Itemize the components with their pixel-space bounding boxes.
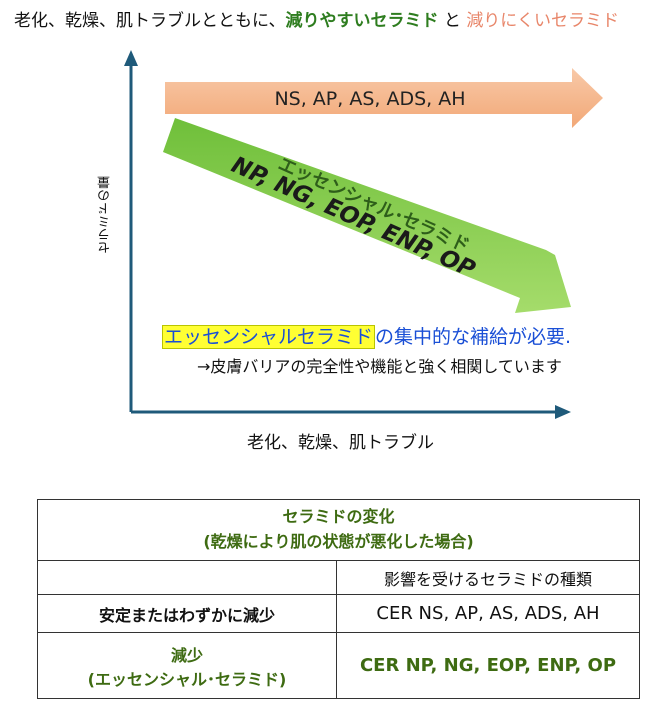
row-label-decrease-line2: (エッセンシャル･セラミド)	[87, 669, 287, 689]
row-label-stable: 安定またはわずかに減少	[37, 594, 337, 633]
x-axis-arrowhead	[555, 405, 571, 419]
y-axis-label: セラミドの量	[98, 176, 113, 254]
table-title-line1: セラミドの変化	[282, 507, 395, 527]
page-title: 老化、乾燥、肌トラブルとともに、減りやすいセラミド と 減りにくいセラミド	[14, 6, 619, 31]
highlighted-term: エッセンシャルセラミド	[162, 325, 376, 349]
table-title: セラミドの変化 (乾燥により肌の状態が悪化した場合)	[37, 499, 640, 561]
row-label-decrease-line1: 減少	[170, 645, 203, 665]
title-stable: 減りにくいセラミド	[466, 11, 619, 31]
title-decreasing: 減りやすいセラミド	[285, 11, 439, 31]
diagram-canvas	[124, 50, 603, 419]
empty-header-cell	[37, 560, 337, 595]
table-row: 影響を受けるセラミドの種類	[37, 560, 640, 595]
orange-arrow	[165, 68, 603, 128]
ceramide-change-table: セラミドの変化 (乾燥により肌の状態が悪化した場合) 影響を受けるセラミドの種類…	[37, 499, 640, 699]
supply-message: エッセンシャルセラミドの集中的な補給が必要.	[162, 322, 571, 349]
barrier-note: →皮膚バリアの完全性や機能と強く相関しています	[197, 357, 562, 376]
row-value-stable: CER NS, AP, AS, ADS, AH	[336, 594, 640, 633]
table-row: 安定またはわずかに減少 CER NS, AP, AS, ADS, AH	[37, 594, 640, 633]
column-header: 影響を受けるセラミドの種類	[336, 560, 640, 595]
table-row: 減少 (エッセンシャル･セラミド) CER NP, NG, EOP, ENP, …	[37, 632, 640, 699]
row-label-decrease: 減少 (エッセンシャル･セラミド)	[37, 632, 337, 699]
row-value-decrease: CER NP, NG, EOP, ENP, OP	[336, 632, 640, 699]
orange-arrow-label: NS, AP, AS, ADS, AH	[274, 88, 466, 110]
y-axis-arrowhead	[124, 50, 138, 66]
green-arrow	[163, 118, 571, 313]
supply-message-rest: の集中的な補給が必要.	[375, 326, 572, 348]
table-title-line2: (乾燥により肌の状態が悪化した場合)	[203, 532, 474, 551]
title-prefix: 老化、乾燥、肌トラブルとともに、	[14, 11, 286, 31]
x-axis-label: 老化、乾燥、肌トラブル	[247, 433, 434, 453]
title-connector: と	[438, 11, 467, 31]
